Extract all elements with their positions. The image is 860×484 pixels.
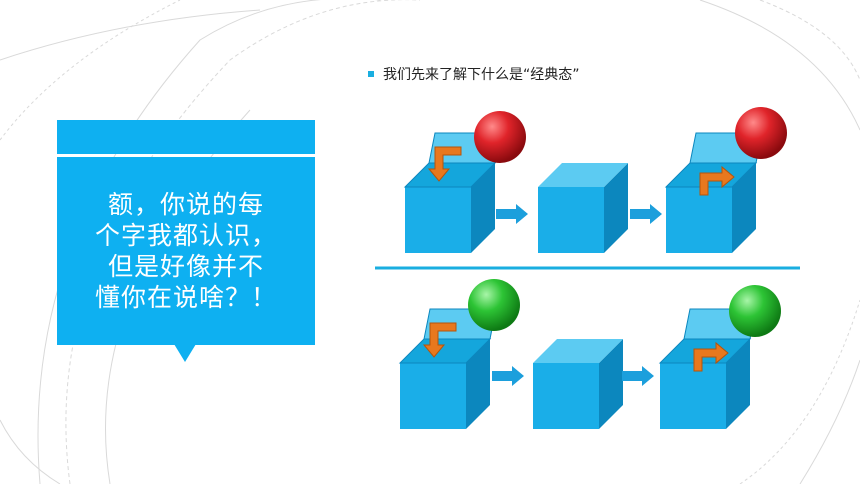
box-front bbox=[533, 363, 599, 429]
arc-line bbox=[37, 0, 380, 484]
speech-bubble: 额，你说的每 个字我都认识， 但是好像并不 懂你在说啥？！ bbox=[57, 157, 315, 345]
box-top bbox=[538, 163, 628, 187]
arc-line bbox=[0, 0, 181, 141]
box-side bbox=[466, 339, 490, 429]
ball-red bbox=[474, 111, 526, 163]
bubble-tail bbox=[174, 344, 196, 362]
box-side bbox=[599, 339, 623, 429]
arc-line bbox=[699, 0, 860, 131]
arc-line bbox=[0, 9, 261, 61]
orange-arrow-down bbox=[427, 146, 462, 182]
bubble-line: 额，你说的每 bbox=[107, 190, 264, 219]
box-front bbox=[405, 187, 471, 253]
bullet-text: 我们先来了解下什么是“经典态” bbox=[383, 67, 580, 83]
box-front bbox=[666, 187, 732, 253]
orange-arrow-up bbox=[693, 341, 729, 372]
transition-arrow bbox=[622, 366, 654, 386]
box-side bbox=[726, 339, 750, 429]
header-bar bbox=[57, 120, 315, 154]
bubble-line: 懂你在说啥？！ bbox=[94, 283, 277, 312]
box-front bbox=[538, 187, 604, 253]
ball-green bbox=[729, 285, 781, 337]
bullet-marker bbox=[368, 71, 374, 77]
transition-arrow bbox=[496, 204, 528, 224]
box-top bbox=[533, 339, 623, 363]
bubble-text: 额，你说的每 个字我都认识， 但是好像并不 懂你在说啥？！ bbox=[76, 189, 296, 313]
arc-line bbox=[799, 359, 860, 484]
bubble-line: 个字我都认识， bbox=[94, 221, 277, 250]
bullet-item: 我们先来了解下什么是“经典态” bbox=[368, 64, 580, 84]
box-side bbox=[732, 163, 756, 253]
ball-red bbox=[735, 107, 787, 159]
bubble-line: 但是好像并不 bbox=[107, 252, 264, 281]
box-side bbox=[471, 163, 495, 253]
arc-line bbox=[65, 0, 420, 484]
ball-green bbox=[468, 279, 520, 331]
box-front bbox=[400, 363, 466, 429]
orange-arrow-down bbox=[422, 322, 457, 358]
box-side bbox=[604, 163, 628, 253]
arc-line bbox=[759, 0, 860, 81]
transition-arrow bbox=[492, 366, 524, 386]
transition-arrow bbox=[630, 204, 662, 224]
orange-arrow-up bbox=[699, 165, 735, 196]
arc-line bbox=[0, 419, 61, 484]
box-front bbox=[660, 363, 726, 429]
arc-line bbox=[739, 299, 860, 484]
